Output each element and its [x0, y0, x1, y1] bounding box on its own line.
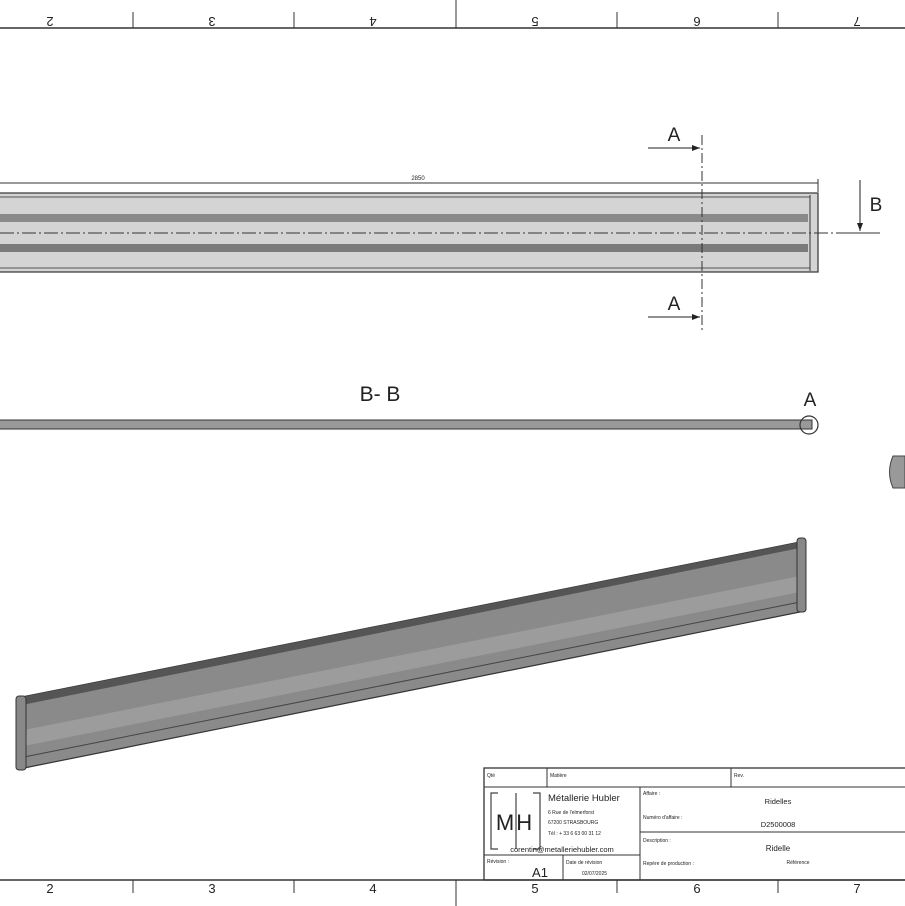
section-title: B- B	[360, 383, 401, 406]
drawing-frame-bottom: 2 3 4 5 6 7	[0, 879, 905, 906]
zone-label: 2	[46, 881, 53, 896]
detail-view-a	[889, 455, 905, 489]
svg-text:A: A	[804, 390, 817, 411]
detail-circle	[799, 415, 819, 435]
zone-label: 7	[853, 14, 860, 29]
svg-text:Repère de production :: Repère de production :	[643, 861, 694, 867]
svg-text:02/07/2025: 02/07/2025	[582, 871, 607, 877]
svg-text:A: A	[668, 125, 681, 146]
affaire-number: D2500008	[761, 820, 796, 829]
revision-value: A1	[532, 865, 548, 880]
zone-label: 6	[693, 881, 700, 896]
zone-label: 5	[531, 14, 538, 29]
zone-label: 3	[208, 14, 215, 29]
svg-text:Matière: Matière	[550, 773, 567, 779]
dimension-length: 2850	[0, 176, 819, 192]
isometric-view	[15, 537, 807, 771]
svg-text:Date de révision: Date de révision	[566, 860, 602, 866]
svg-text:Rev.: Rev.	[734, 773, 744, 779]
svg-text:Référence: Référence	[786, 860, 809, 866]
svg-text:Tél : + 33 6 63 00 31 12: Tél : + 33 6 63 00 31 12	[548, 831, 601, 837]
company-logo	[490, 792, 541, 850]
svg-text:2850: 2850	[411, 176, 425, 182]
svg-text:A: A	[668, 294, 681, 315]
section-view-b-b: B- B A	[0, 383, 819, 435]
svg-text:67200 STRASBOURG: 67200 STRASBOURG	[548, 820, 598, 826]
zone-label: 5	[531, 881, 538, 896]
zone-label: 7	[853, 881, 860, 896]
company-email: corentin@metalleriehubler.com	[510, 845, 614, 854]
zone-label: 4	[369, 14, 376, 29]
section-line-b: B	[850, 180, 883, 234]
drawing-frame-top: 2 3 4 5 6 7	[0, 0, 905, 29]
svg-text:Numéro d'affaire :: Numéro d'affaire :	[643, 815, 683, 821]
section-line-a: A A	[648, 125, 703, 332]
plan-view: 2850 A A B	[0, 125, 882, 332]
zone-label: 2	[46, 14, 53, 29]
description-value: Ridelle	[766, 844, 791, 853]
affaire-value: Ridelles	[765, 797, 792, 806]
zone-label: 3	[208, 881, 215, 896]
svg-text:Description :: Description :	[643, 838, 671, 844]
svg-text:B: B	[870, 195, 883, 216]
company-name: Métallerie Hubler	[548, 793, 620, 804]
logo-text: MH	[496, 810, 534, 835]
title-block	[483, 767, 905, 881]
svg-text:6 Rue de l'elmerforst: 6 Rue de l'elmerforst	[548, 810, 595, 816]
svg-text:Révision :: Révision :	[487, 859, 509, 865]
svg-text:Qté: Qté	[487, 773, 495, 779]
title-block-text: Qté Matière Rev. MH Métallerie Hubler 6 …	[487, 773, 810, 880]
zone-label: 6	[693, 14, 700, 29]
zone-label: 4	[369, 881, 376, 896]
svg-text:Affaire :: Affaire :	[643, 791, 660, 797]
